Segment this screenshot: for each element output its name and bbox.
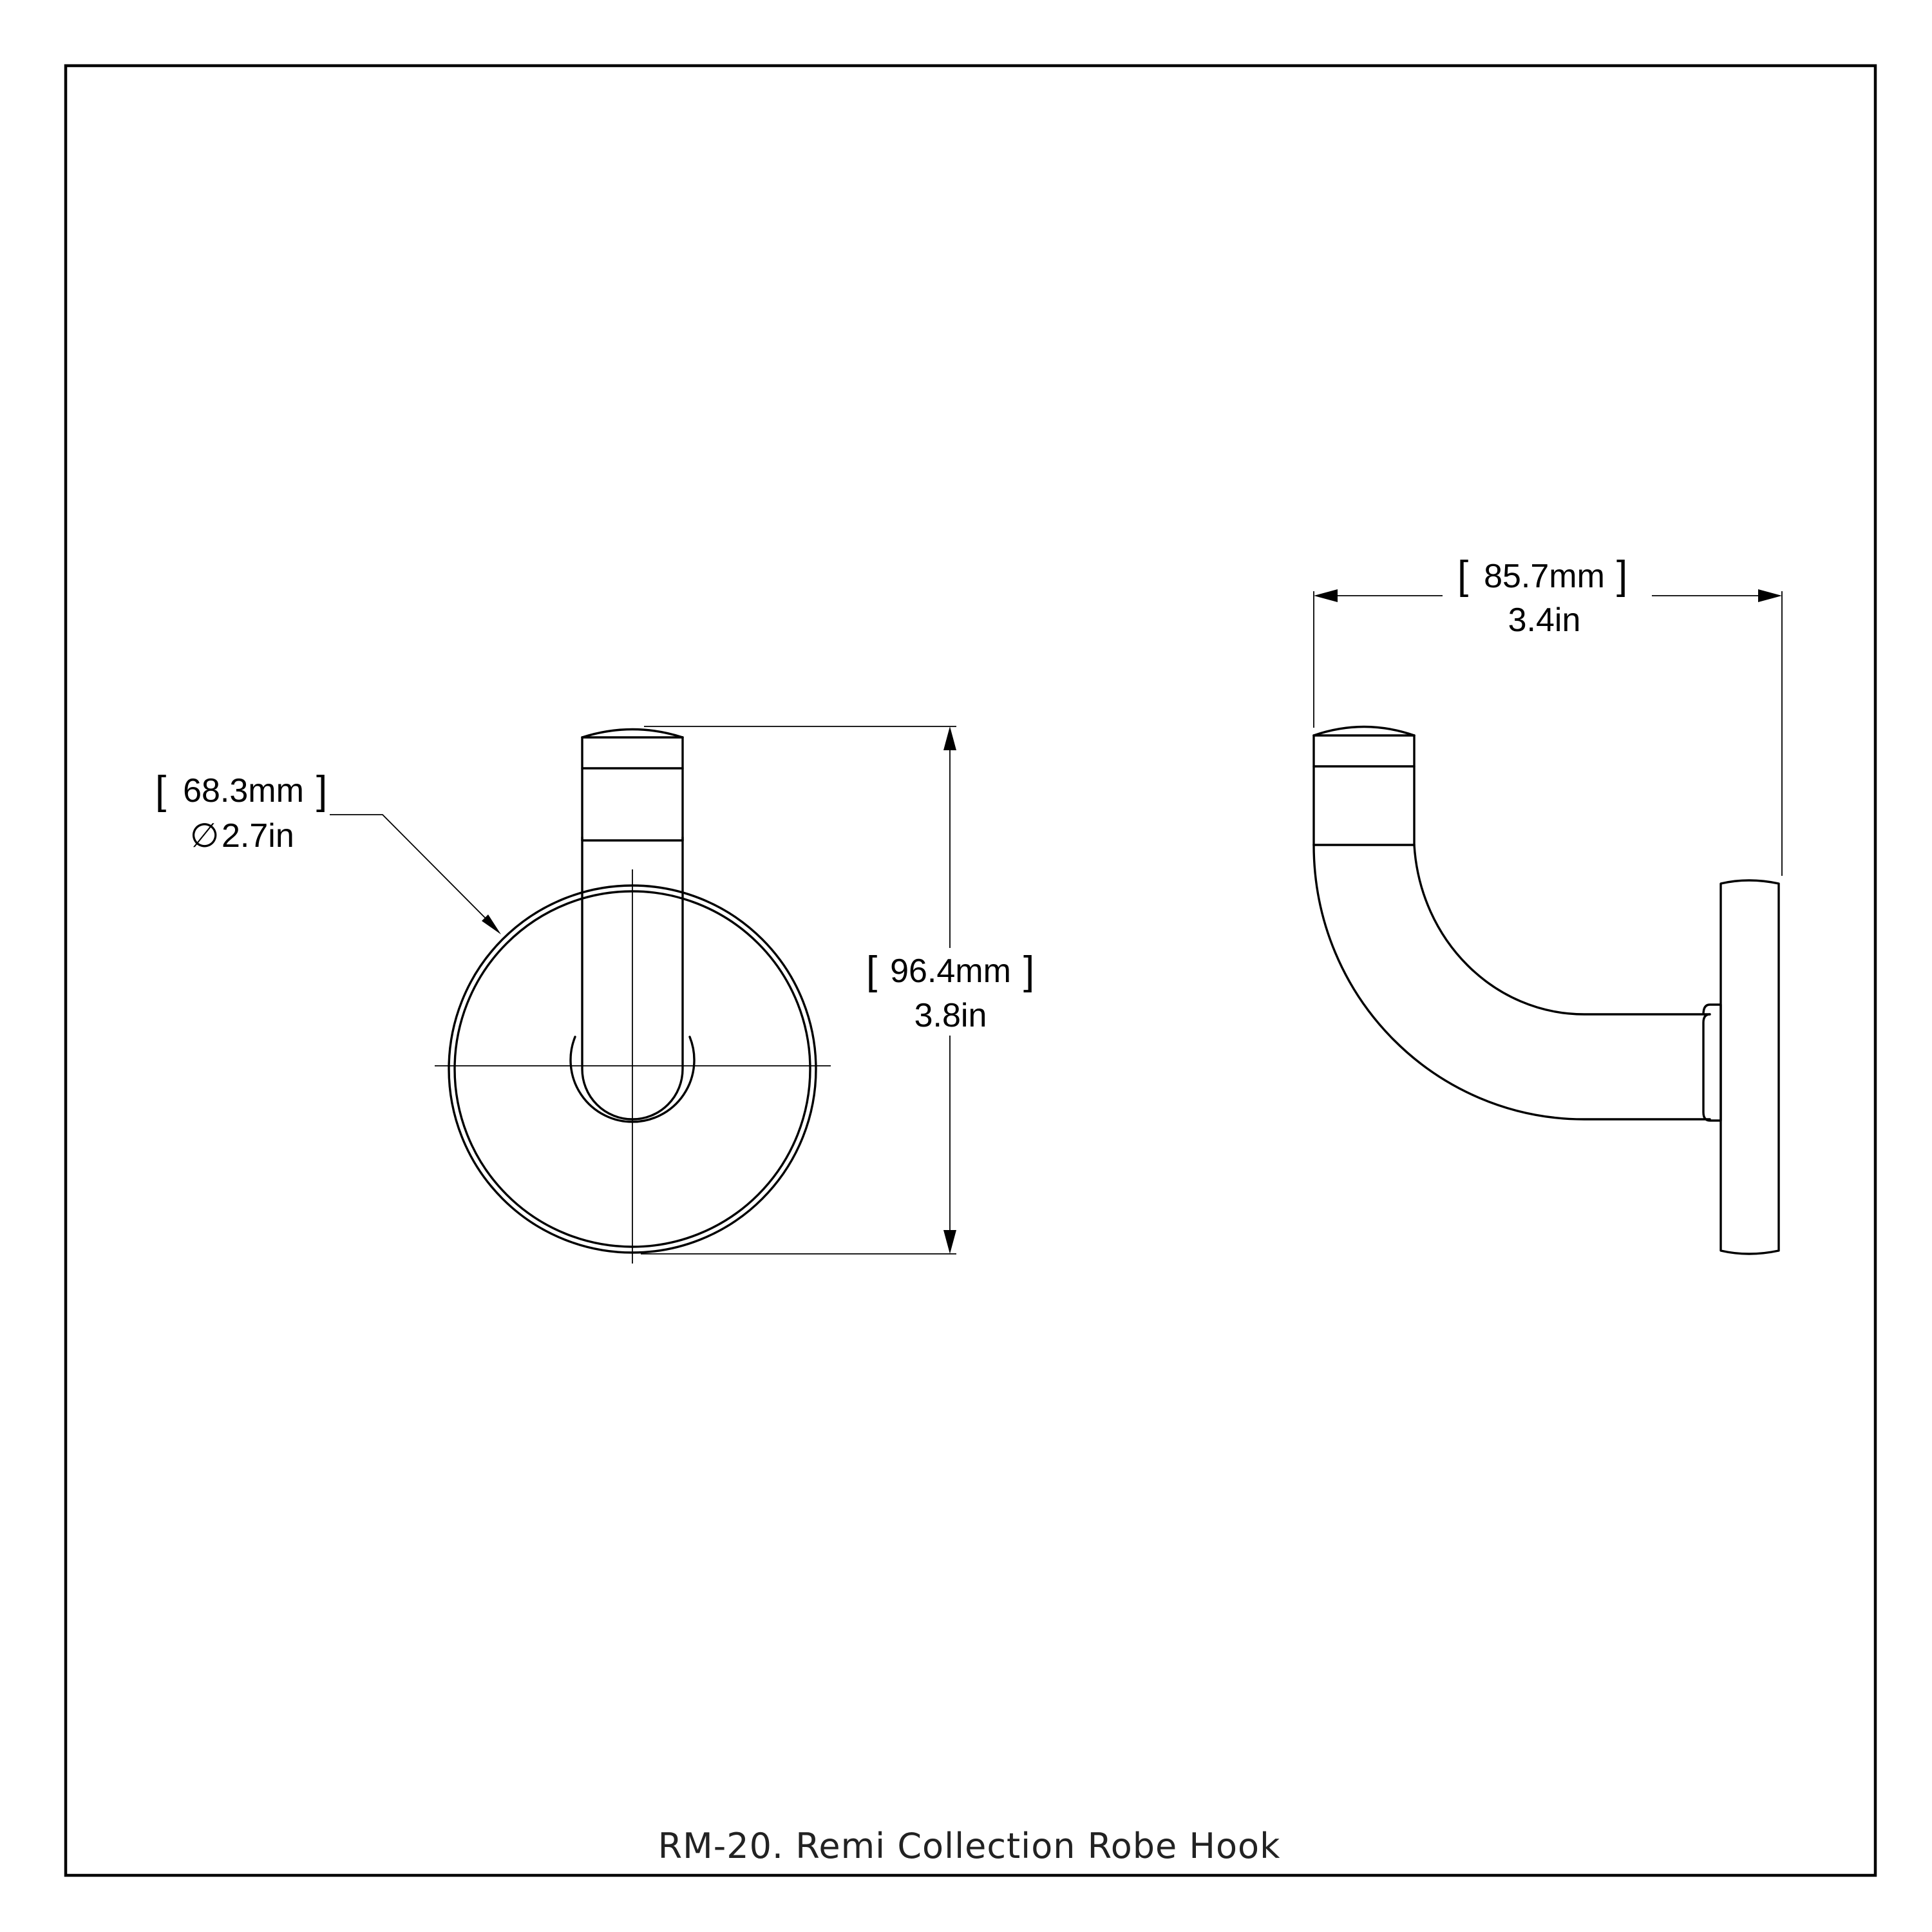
depth-metric: 85.7mm [1484, 558, 1605, 595]
dimension-bracket: ] [1616, 553, 1627, 598]
diameter-symbol: ∅ [190, 817, 219, 855]
depth-dimension: [ ] 85.7mm 3.4in [1313, 553, 1783, 876]
arm-collar [1702, 1003, 1722, 1122]
dimension-bracket: ] [316, 768, 327, 813]
diameter-metric: 68.3mm [183, 772, 304, 810]
dimension-bracket: [ [1457, 553, 1468, 598]
arm-inner-curve [1413, 844, 1711, 1016]
diameter-imperial: 2.7in [222, 817, 294, 855]
depth-imperial: 3.4in [1508, 601, 1581, 639]
dimension-bracket: [ [866, 949, 877, 993]
height-imperial: 3.8in [914, 997, 987, 1034]
side-wall-plate [1719, 879, 1780, 1255]
dimension-bracket: [ [155, 768, 166, 813]
height-metric: 96.4mm [890, 952, 1011, 990]
arm-outer-curve [1312, 844, 1711, 1121]
drawing-frame [64, 64, 1877, 1877]
front-view [435, 728, 831, 1264]
side-cap-dome [1312, 725, 1416, 737]
drawing-caption: RM-20. Remi Collection Robe Hook [658, 1826, 1281, 1866]
cap-dome [581, 728, 684, 739]
diameter-dimension: [ ] 68.3mm ∅ 2.7in [155, 768, 501, 934]
side-view [1312, 725, 1780, 1255]
dimension-bracket: ] [1023, 949, 1034, 993]
height-dimension: [ ] 96.4mm 3.8in [641, 726, 1034, 1255]
